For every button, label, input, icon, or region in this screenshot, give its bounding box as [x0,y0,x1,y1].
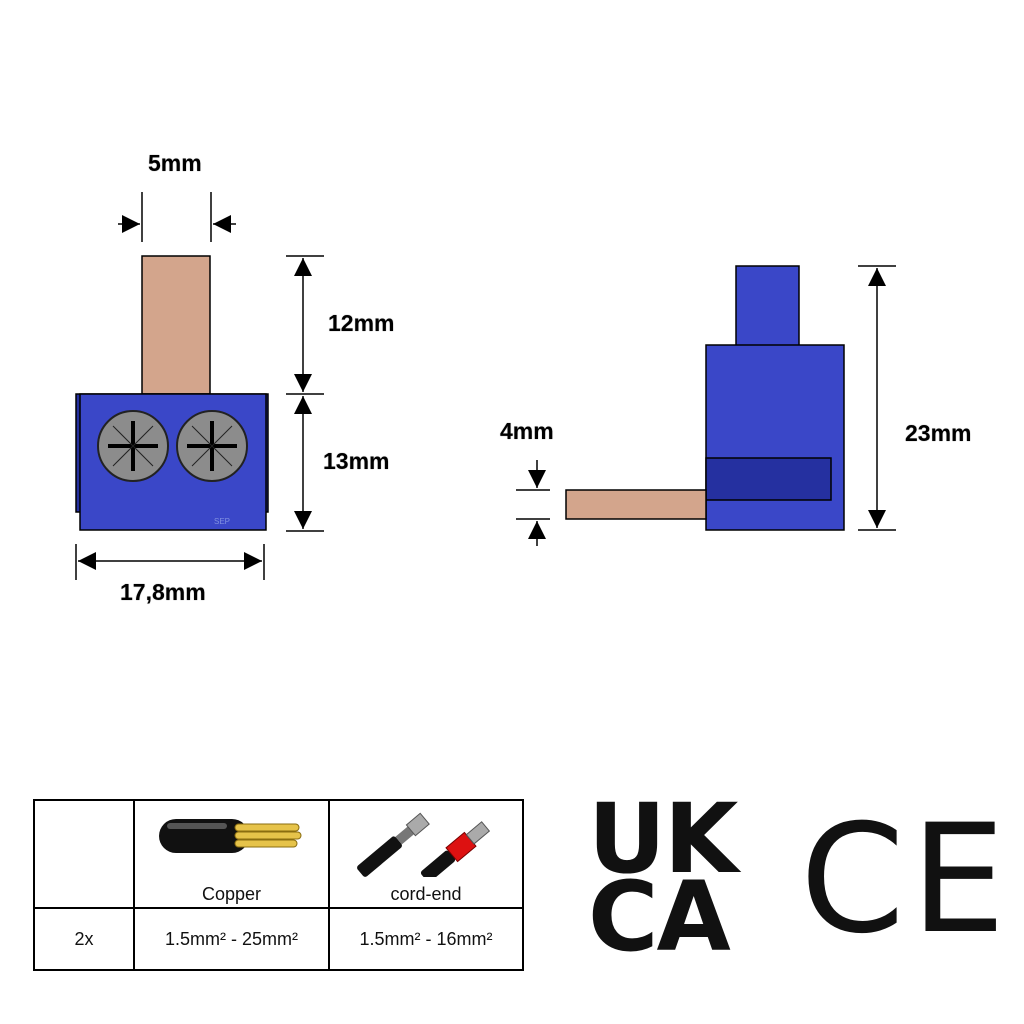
copper-cable-icon [158,819,301,853]
cord-end-icon [357,812,491,877]
spec-copper-range: 1.5mm² - 25mm² [133,907,330,971]
ukca-mark: UK CA [588,783,738,973]
copper-caption: Copper [201,884,262,904]
cordend-caption: cord-end [390,884,462,904]
spec-blank-cell [33,799,135,909]
dim-23mm-label: 23mm [905,420,972,446]
side-slot [705,457,832,501]
spec-table: Copper cord-end 2x 1.5mm² - 25mm² 1.5mm²… [33,799,524,971]
side-view [516,265,896,546]
dim-17-8mm-label: 17,8mm [120,579,206,605]
dim-13mm-label: 13mm [323,448,390,474]
ukca-line1: UK [588,783,738,895]
dim-5mm-label: 5mm [148,150,202,176]
spec-cordend-range: 1.5mm² - 16mm² [328,907,524,971]
dim-4mm-label: 4mm [500,418,554,444]
spec-cordend-header: cord-end [328,799,524,909]
ukca-line2: CA [588,861,731,973]
front-copper-tab [141,255,211,395]
screw-left-icon [97,410,169,482]
side-top-cap [735,265,800,347]
side-copper-tab [565,489,707,520]
dim-12mm-label: 12mm [328,310,395,336]
spec-qty-cell: 2x [33,907,135,971]
ce-mark: CE [800,793,1012,967]
side-body [705,344,845,531]
maker-mark: SEP [214,517,230,526]
connector-diagram: SEP [75,192,896,580]
screw-right-icon [176,410,248,482]
front-view: SEP [75,192,324,580]
spec-copper-header: Copper [133,799,330,909]
